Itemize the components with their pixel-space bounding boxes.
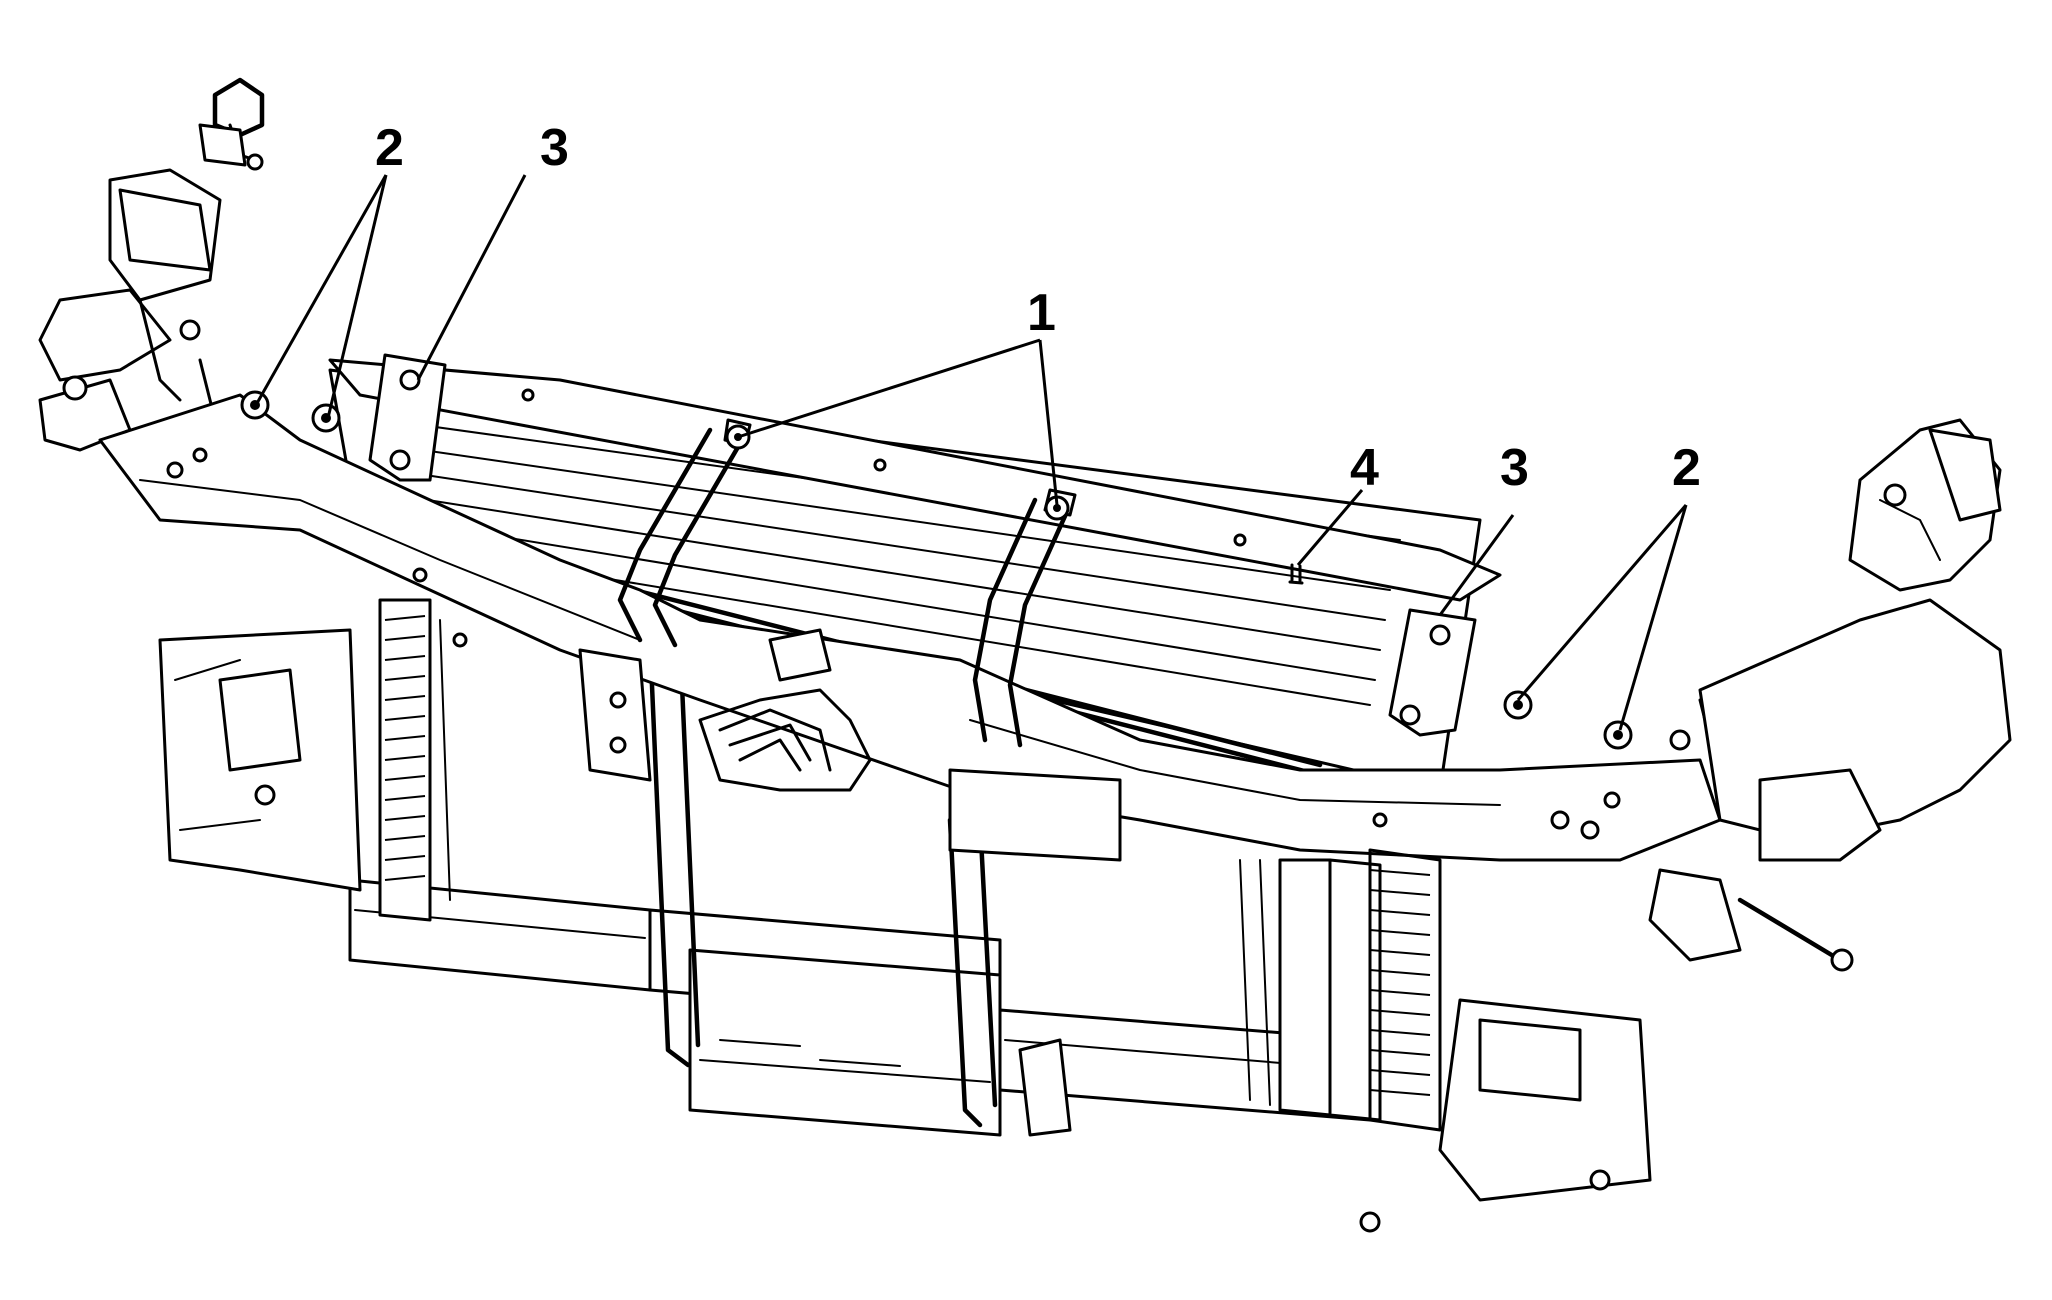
radiator-frame xyxy=(348,598,1382,1233)
callout-2-left: 2 xyxy=(375,119,404,177)
callout-2-right: 2 xyxy=(1672,439,1701,497)
callout-4: 4 xyxy=(1350,439,1379,497)
callout-3-left: 3 xyxy=(540,119,569,177)
upper-cross-beam xyxy=(98,393,1822,862)
nuts-item-2-left xyxy=(240,390,341,433)
right-side-structure xyxy=(1368,418,2012,1202)
bracket-right xyxy=(1388,608,1477,737)
bracket-left xyxy=(368,353,447,482)
nuts-item-2-right xyxy=(1503,690,1633,750)
stud-item-4 xyxy=(1288,563,1304,585)
callout-1: 1 xyxy=(1027,284,1056,342)
callout-3-right: 3 xyxy=(1500,439,1529,497)
left-side-structure xyxy=(38,77,362,892)
leader-lines xyxy=(254,174,1688,731)
